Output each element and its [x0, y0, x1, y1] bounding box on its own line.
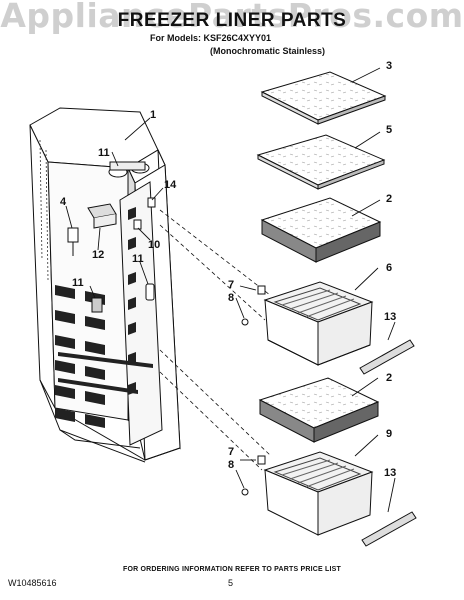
callout-8-lower: 8: [228, 459, 234, 471]
callout-12: 12: [92, 249, 104, 261]
page-number: 5: [228, 578, 234, 588]
callout-5: 5: [386, 124, 392, 136]
callout-11-left: 11: [72, 277, 84, 289]
callout-6: 6: [386, 262, 392, 274]
crisper-drawer-9: [263, 451, 374, 536]
sensor-part-4: [67, 227, 79, 256]
light-cover-11: [145, 283, 155, 301]
callout-4: 4: [60, 196, 67, 208]
callout-13-lower: 13: [384, 467, 396, 479]
callout-11-top: 11: [98, 147, 110, 159]
glass-shelf-3: [260, 71, 387, 125]
callout-labels: 1 2 2 3 4 5 6 7 7 8 8 9 10 11 11 11 12 1…: [60, 60, 396, 479]
variant-line: (Monochromatic Stainless): [210, 46, 326, 56]
models-line: For Models: KSF26C4XYY01: [150, 33, 272, 43]
light-socket-11: [91, 297, 103, 313]
assembly-leaders: [159, 209, 271, 471]
control-box-12: [87, 203, 117, 229]
watermark: AppliancePartsPros.com: [0, 0, 464, 35]
callout-2-lower: 2: [386, 372, 392, 384]
drawer-screws: [241, 285, 266, 496]
callout-10: 10: [148, 239, 160, 251]
callout-7-lower: 7: [228, 446, 234, 458]
callout-14: 14: [164, 179, 177, 191]
callout-7-upper: 7: [228, 279, 234, 291]
callout-11-right: 11: [132, 253, 144, 265]
page-title: FREEZER LINER PARTS: [117, 10, 347, 31]
drawer-trim-13: [359, 339, 417, 547]
glass-shelf-5: [256, 134, 386, 190]
callout-13-upper: 13: [384, 311, 396, 323]
hinge-parts: [133, 197, 156, 230]
callout-2-upper: 2: [386, 193, 392, 205]
top-light-housing: [108, 161, 150, 178]
wiring-harness: [39, 139, 49, 281]
freezer-liner: [29, 107, 181, 463]
crisper-drawer-6: [263, 281, 374, 366]
callout-leaders: [65, 67, 396, 513]
callout-9: 9: [386, 428, 392, 440]
ordering-note: FOR ORDERING INFORMATION REFER TO PARTS …: [122, 566, 342, 573]
callout-3: 3: [386, 60, 392, 72]
document-number: W10485616: [8, 578, 57, 588]
callout-1: 1: [150, 109, 156, 121]
callout-8-upper: 8: [228, 292, 234, 304]
liner-slots: [55, 207, 153, 428]
glass-shelf-2-upper: [260, 197, 382, 263]
glass-shelf-2-lower: [258, 377, 380, 443]
